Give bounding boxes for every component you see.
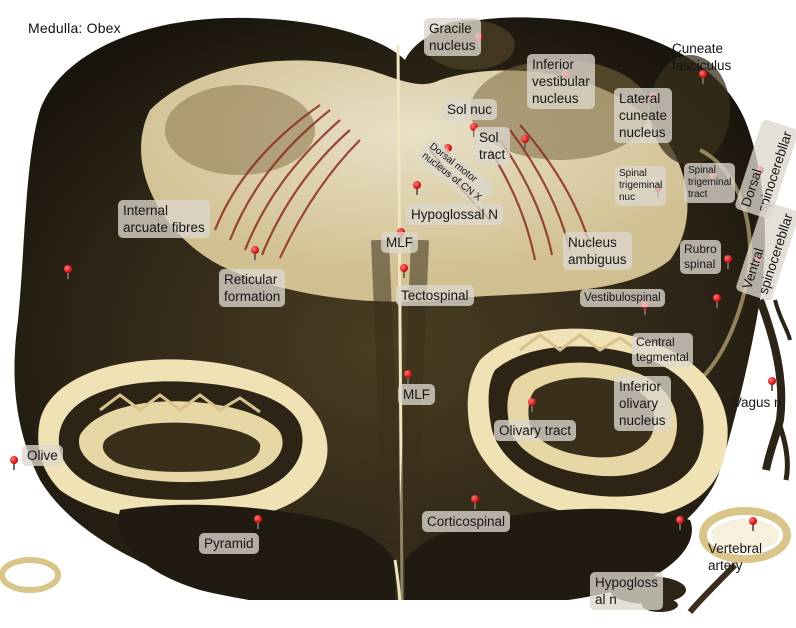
label-vagus-nerve: Vagus n: [733, 395, 782, 410]
label-tectospinal: Tectospinal: [396, 285, 474, 306]
label-mlf-mid: MLF: [398, 384, 435, 405]
label-spinal-trigeminal-tract: Spinal trigeminal tract: [684, 163, 736, 203]
label-vertebral-artery: Vertebral artery: [708, 541, 763, 573]
label-inferior-olivary-nucleus: Inferior olivary nucleus: [614, 376, 671, 431]
label-central-tegmental: Central tegmental: [632, 333, 693, 367]
label-mlf-top: MLF: [381, 232, 418, 253]
label-vestibulospinal: Vestibulospinal: [580, 289, 665, 307]
label-cuneate-fasciculus: Cuneate fasciculus: [672, 41, 732, 73]
label-nucleus-ambiguus: Nucleus ambiguus: [563, 232, 632, 270]
label-olive: Olive: [22, 445, 63, 466]
label-spinal-trigeminal-nuc: Spinal trigeminal nuc: [615, 166, 667, 206]
pyramid-region: [118, 504, 395, 611]
label-pyramid: Pyramid: [199, 533, 259, 554]
label-lateral-cuneate-nucleus: Lateral cuneate nucleus: [614, 88, 673, 143]
label-gracile-nucleus: Gracile nucleus: [424, 18, 481, 56]
label-reticular-formation: Reticular formation: [219, 269, 286, 307]
label-corticospinal: Corticospinal: [422, 511, 511, 532]
label-hypoglossal-nucleus: Hypoglossal N: [406, 204, 504, 225]
label-olivary-tract: Olivary tract: [494, 420, 577, 441]
label-rubrospinal: Rubro spinal: [680, 240, 721, 274]
label-hypoglossal-root: Hypogloss al n: [590, 572, 664, 610]
label-internal-arcuate-fibres: Internal arcuate fibres: [118, 200, 210, 238]
page-title: Medulla: Obex: [28, 20, 121, 36]
label-sol-tract: Sol tract: [474, 127, 511, 165]
label-inferior-vestibular-nucleus: Inferior vestibular nucleus: [527, 54, 595, 109]
label-sol-nuc: Sol nuc: [442, 99, 498, 120]
